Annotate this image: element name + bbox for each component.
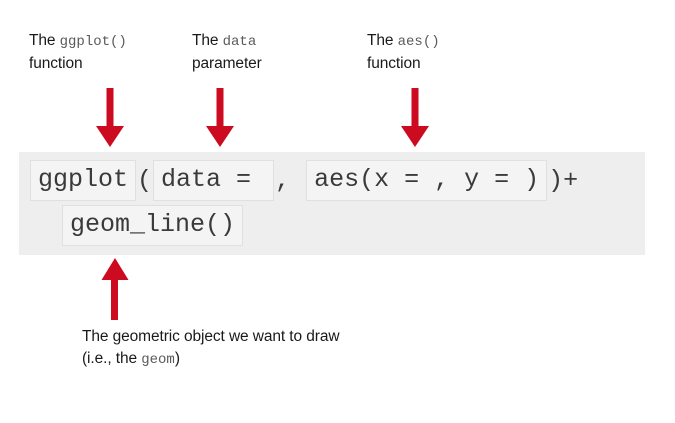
callout-data-parameter: The data parameter	[192, 30, 262, 75]
callout-data-line1: The data	[192, 30, 262, 53]
callout-data-line2: parameter	[192, 54, 262, 72]
code-line-1: ggplot(data = , aes(x = , y = ))+	[30, 160, 579, 201]
callout-ggplot-line2: function	[29, 54, 83, 72]
callout-aes-code: aes()	[397, 34, 440, 50]
callout-ggplot-line1: The ggplot()	[29, 30, 127, 53]
arrow-to-geom-line-icon	[100, 256, 130, 320]
callout-ggplot-code: ggplot()	[59, 34, 127, 50]
callout-geom-line2: (i.e., the geom)	[82, 348, 339, 370]
code-token-data-param: data =	[153, 160, 275, 201]
code-block-panel: ggplot(data = , aes(x = , y = ))+ geom_l…	[19, 152, 645, 255]
code-token-ggplot: ggplot	[30, 160, 137, 201]
code-line-2: geom_line()	[62, 205, 244, 246]
code-token-close-plus: )+	[548, 166, 579, 195]
callout-ggplot-prefix: The	[29, 32, 60, 49]
callout-aes-line2: function	[367, 54, 421, 72]
arrow-to-ggplot-icon	[93, 88, 127, 148]
callout-geom-prefix: (i.e., the	[82, 350, 142, 368]
callout-geom-line1: The geometric object we want to draw	[82, 328, 340, 345]
callout-data-code: data	[222, 34, 257, 50]
code-token-geom-line: geom_line()	[62, 205, 244, 246]
callout-aes-line1: The aes()	[367, 30, 440, 53]
callout-aes-function: The aes() function	[367, 30, 440, 75]
callout-aes-prefix: The	[367, 32, 398, 49]
callout-geom-suffix: )	[174, 350, 180, 368]
callout-data-prefix: The	[192, 32, 223, 49]
code-token-aes: aes(x = , y = )	[306, 160, 548, 201]
code-token-comma: ,	[275, 166, 306, 195]
arrow-to-data-icon	[203, 88, 237, 148]
callout-ggplot-function: The ggplot() function	[29, 30, 127, 75]
callout-geom-code: geom	[141, 352, 175, 369]
code-token-open-paren: (	[137, 166, 153, 195]
callout-geom-description: The geometric object we want to draw (i.…	[82, 326, 340, 371]
arrow-to-aes-icon	[398, 88, 432, 148]
